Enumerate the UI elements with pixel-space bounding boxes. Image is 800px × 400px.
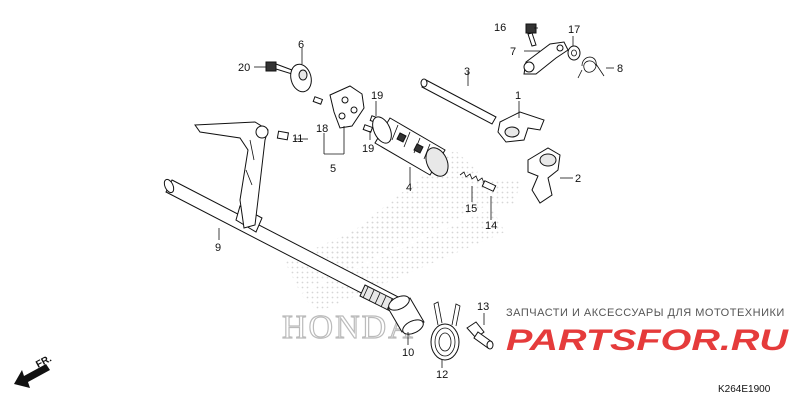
watermark-brand-logo: PARTSFOR.RU — [506, 324, 790, 357]
part-7-stopper-arm — [523, 41, 569, 75]
front-direction-label: FR. — [34, 353, 54, 370]
part-20-bolt — [265, 61, 293, 75]
part-2-shift-fork — [527, 147, 561, 204]
leader-lines — [218, 27, 614, 368]
part-5-segment-plate — [329, 85, 365, 129]
part-4-shift-drum — [372, 116, 449, 177]
callout-7: 7 — [510, 46, 516, 58]
callout-8: 8 — [617, 63, 623, 75]
part-9-shift-arm — [194, 121, 269, 229]
part-18-pin — [312, 96, 324, 105]
callout-13: 13 — [477, 301, 489, 313]
callout-3: 3 — [464, 66, 470, 78]
callout-18: 18 — [316, 123, 328, 135]
callout-19-lower: 19 — [362, 143, 374, 155]
part-1-shift-fork — [497, 111, 545, 143]
part-14-pin — [481, 180, 497, 192]
callout-14: 14 — [485, 220, 497, 232]
part-16-bolt — [525, 23, 537, 47]
callout-5: 5 — [330, 163, 336, 175]
part-13-pin-bolt — [466, 321, 494, 350]
callout-9: 9 — [215, 242, 221, 254]
callout-16: 16 — [494, 22, 506, 34]
callout-1: 1 — [515, 90, 521, 102]
callout-15: 15 — [465, 203, 477, 215]
callout-numbers: 6 20 3 1 2 4 5 18 19 19 11 16 7 17 8 9 1… — [215, 22, 623, 381]
callout-6: 6 — [298, 39, 304, 51]
callout-20: 20 — [238, 62, 250, 74]
diagram-code: K264E1900 — [718, 384, 771, 395]
part-10-collar — [387, 295, 425, 335]
callout-12: 12 — [436, 369, 448, 381]
part-3-fork-shaft — [420, 78, 497, 125]
part-6-stopper-plate — [290, 63, 312, 93]
part-15-spring — [459, 171, 485, 184]
callout-4: 4 — [406, 182, 412, 194]
watermark-tagline: ЗАПЧАСТИ И АКСЕССУАРЫ ДЛЯ МОТОТЕХНИКИ — [506, 307, 785, 319]
part-17-washer — [567, 45, 581, 61]
callout-11: 11 — [292, 133, 303, 145]
partsfor-watermark: ЗАПЧАСТИ И АКСЕССУАРЫ ДЛЯ МОТОТЕХНИКИ PA… — [506, 307, 790, 357]
callout-2: 2 — [575, 173, 581, 185]
callout-10: 10 — [402, 347, 414, 359]
front-direction-indicator: FR. — [14, 353, 54, 388]
part-8-spring — [577, 56, 605, 79]
callout-19-upper: 19 — [371, 90, 383, 102]
front-arrow-icon — [14, 364, 50, 388]
part-11-bolt — [276, 130, 290, 141]
part-12-return-spring — [430, 301, 461, 361]
callout-17: 17 — [568, 24, 580, 36]
